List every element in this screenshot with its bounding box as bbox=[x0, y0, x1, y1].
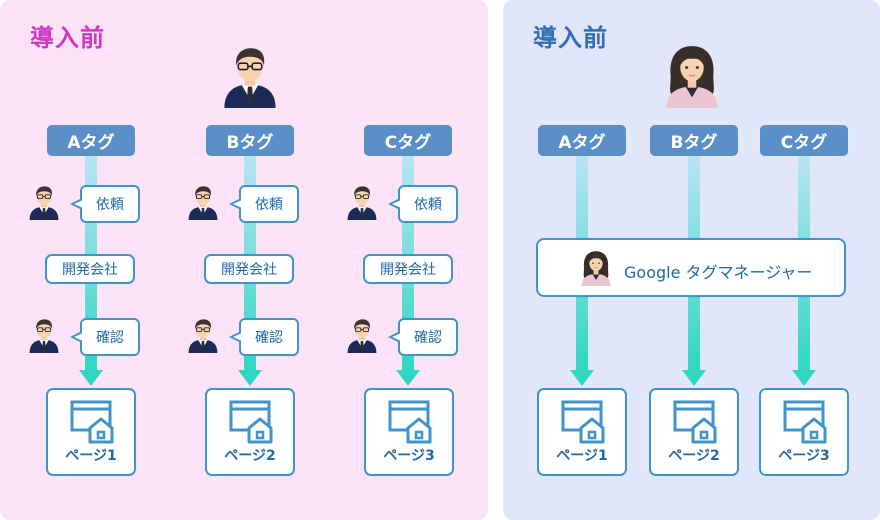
after-title: 導入前 bbox=[533, 24, 608, 52]
gtm-box: Google タグマネージャー bbox=[536, 238, 846, 297]
staff-icon bbox=[347, 318, 377, 354]
page-label: ページ1 bbox=[556, 448, 608, 464]
confirm-bubble: 確認 bbox=[229, 318, 299, 356]
web-page-icon bbox=[673, 400, 719, 446]
dev-company-box: 開発会社 bbox=[204, 254, 294, 284]
staff-icon bbox=[347, 185, 377, 221]
dev-company-box: 開発会社 bbox=[45, 254, 135, 284]
page-box-3: ページ3 bbox=[364, 388, 454, 476]
staff-icon bbox=[29, 318, 59, 354]
manager-icon bbox=[223, 47, 277, 108]
page-box-2: ページ2 bbox=[205, 388, 295, 476]
arrowhead-icon bbox=[682, 370, 706, 386]
page-label: ページ2 bbox=[668, 448, 720, 464]
web-page-icon bbox=[70, 400, 116, 446]
web-page-icon bbox=[783, 400, 829, 446]
web-page-icon bbox=[561, 400, 607, 446]
staff-icon bbox=[188, 318, 218, 354]
arrowhead-icon bbox=[792, 370, 816, 386]
arrowhead-icon bbox=[570, 370, 594, 386]
page-box-3: ページ3 bbox=[759, 388, 849, 476]
page-label: ページ3 bbox=[383, 448, 435, 464]
marketer-small-icon bbox=[581, 250, 611, 287]
staff-icon bbox=[29, 185, 59, 221]
tag-b: Bタグ bbox=[650, 125, 738, 156]
arrowhead-icon bbox=[396, 370, 420, 386]
marketer-icon bbox=[665, 45, 719, 108]
tag-c: Cタグ bbox=[364, 125, 452, 156]
web-page-icon bbox=[388, 400, 434, 446]
tag-a: Aタグ bbox=[538, 125, 626, 156]
before-title: 導入前 bbox=[30, 24, 105, 52]
dev-company-box: 開発会社 bbox=[363, 254, 453, 284]
tag-b: Bタグ bbox=[206, 125, 294, 156]
arrowhead-icon bbox=[79, 370, 103, 386]
gtm-label: Google タグマネージャー bbox=[624, 263, 813, 282]
request-bubble: 依頼 bbox=[70, 185, 140, 223]
confirm-bubble: 確認 bbox=[70, 318, 140, 356]
confirm-bubble: 確認 bbox=[388, 318, 458, 356]
arrowhead-icon bbox=[238, 370, 262, 386]
request-bubble: 依頼 bbox=[229, 185, 299, 223]
page-box-1: ページ1 bbox=[537, 388, 627, 476]
web-page-icon bbox=[229, 400, 275, 446]
request-bubble: 依頼 bbox=[388, 185, 458, 223]
staff-icon bbox=[188, 185, 218, 221]
tag-a: Aタグ bbox=[47, 125, 135, 156]
page-label: ページ1 bbox=[65, 448, 117, 464]
page-label: ページ3 bbox=[778, 448, 830, 464]
page-label: ページ2 bbox=[224, 448, 276, 464]
tag-c: Cタグ bbox=[760, 125, 848, 156]
page-box-2: ページ2 bbox=[649, 388, 739, 476]
page-box-1: ページ1 bbox=[46, 388, 136, 476]
